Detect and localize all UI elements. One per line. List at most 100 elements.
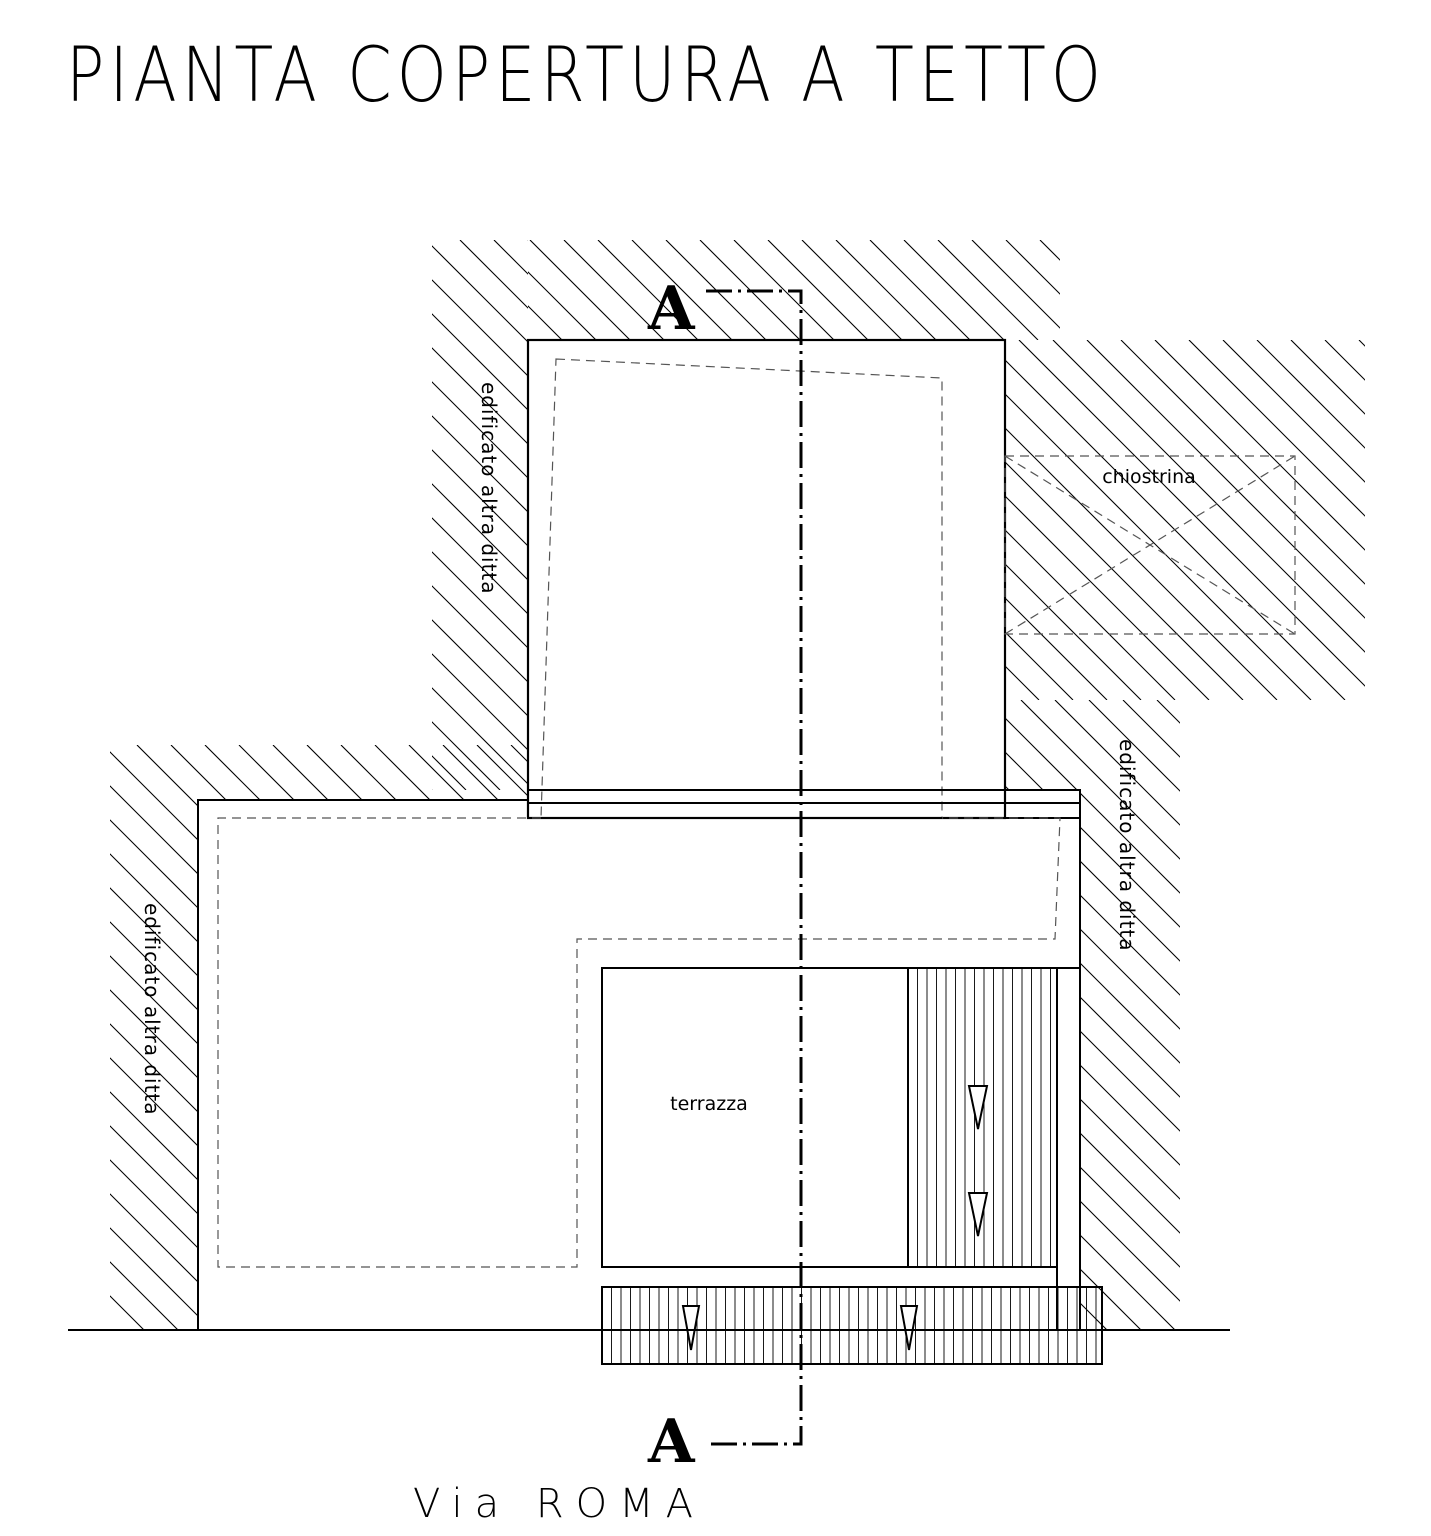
hatch-line	[1005, 340, 1074, 700]
right-slope-stripes	[917, 968, 1051, 1267]
hatch-line	[1122, 700, 1180, 1330]
hatch-line	[1005, 340, 1142, 700]
hatch-line	[937, 240, 1039, 340]
hatch-line	[647, 745, 1232, 1330]
adjacent-building-hatch-left-upper	[432, 240, 1431, 790]
hatch-line	[110, 745, 528, 1330]
hatch-line	[767, 240, 869, 340]
hatch-line	[1427, 340, 1431, 700]
hatch-line	[110, 745, 247, 1330]
lower-building-right-wall	[1005, 789, 1081, 1330]
hatch-line	[432, 240, 528, 790]
hatch-line	[1256, 340, 1365, 700]
hatch-line	[987, 745, 1431, 1330]
hatch-line	[1005, 700, 1180, 1330]
hatch-line	[1005, 340, 1278, 700]
adjacent-building-hatch-top	[528, 240, 1208, 340]
adjacent-building-label-right: edificato altra ditta	[1115, 739, 1139, 952]
hatch-line	[1154, 340, 1365, 700]
hatch-line	[238, 745, 528, 1330]
hatch-line	[1005, 700, 1180, 1330]
hatch-line	[1120, 340, 1365, 700]
hatch-line	[1290, 340, 1365, 700]
section-cut-line	[706, 289, 803, 1446]
hatch-line	[110, 745, 485, 1330]
hatch-line	[432, 240, 433, 790]
hatch-line	[801, 240, 903, 340]
drawing-title: PIANTA COPERTURA A TETTO	[66, 30, 1106, 119]
adjacent-building-hatch-left-lower	[110, 745, 1431, 1330]
hatch-line	[936, 240, 1431, 790]
hatch-line	[1108, 240, 1208, 340]
lower-building-left-wall	[197, 799, 528, 1330]
hatch-line	[1005, 340, 1312, 700]
section-marker-bottom: A	[647, 1407, 696, 1477]
hatch-line	[715, 745, 1300, 1330]
hatch-line	[1074, 240, 1174, 340]
hatch-line	[1358, 340, 1365, 700]
hatch-line	[110, 745, 528, 1330]
hatch-line	[1395, 700, 1431, 1330]
right-ramp-slope	[907, 967, 1058, 1268]
hatch-line	[631, 240, 733, 340]
chiostrina-diagonal	[1004, 455, 1296, 635]
hatch-line	[1156, 700, 1180, 1330]
hatch-line	[432, 240, 528, 790]
hatch-line	[1089, 745, 1431, 1330]
hatch-line	[432, 240, 467, 790]
hatch-line	[1086, 340, 1365, 700]
hatch-line	[903, 240, 1005, 340]
hatch-line	[1054, 700, 1180, 1330]
hatch-line	[1018, 340, 1365, 700]
hatch-line	[869, 240, 971, 340]
hatch-line	[1222, 340, 1365, 700]
hatch-line	[1324, 340, 1365, 700]
hatch-line	[545, 745, 1130, 1330]
front-overhang-slope	[601, 1286, 1103, 1365]
hatch-line	[442, 745, 528, 1330]
hatch-line	[783, 745, 1368, 1330]
hatch-line	[1039, 240, 1060, 340]
hatch-line	[749, 745, 1334, 1330]
hatch-line	[432, 240, 528, 790]
slope-arrow-icon	[967, 1192, 989, 1237]
hatch-line	[1004, 240, 1431, 790]
hatch-line	[374, 745, 528, 1330]
slope-arrow-icon	[899, 1305, 919, 1351]
hatch-line	[1088, 700, 1180, 1330]
hatch-line	[1188, 340, 1365, 700]
hatch-line	[563, 240, 665, 340]
hatch-line	[835, 240, 937, 340]
hatch-line	[1005, 700, 1180, 1330]
hatch-line	[971, 240, 1060, 340]
hatch-line	[272, 745, 528, 1330]
front-slope-stripes	[611, 1287, 1097, 1364]
hatch-line	[1021, 745, 1431, 1330]
hatch-line	[1393, 340, 1431, 700]
upper-building-outline	[526, 338, 1007, 820]
hatch-line	[528, 240, 563, 340]
hatch-line	[579, 745, 1164, 1330]
hatch-line	[817, 745, 1402, 1330]
hatch-line	[432, 240, 501, 790]
hatch-line	[432, 240, 528, 790]
hatch-line	[681, 745, 1266, 1330]
hatch-line	[1055, 745, 1431, 1330]
hatch-line	[432, 240, 528, 790]
hatch-line	[1005, 700, 1180, 1330]
adjacent-building-label-left-lower: edificato altra ditta	[140, 903, 164, 1116]
terrazza-label: terrazza	[670, 1093, 748, 1115]
chiostrina-label: chiostrina	[1102, 466, 1196, 488]
hatch-line	[432, 240, 528, 790]
hatch-line	[597, 240, 699, 340]
hatch-line	[204, 745, 528, 1330]
hatch-line	[136, 745, 528, 1330]
adjacent-building-hatch-right-upper	[1005, 340, 1431, 700]
hatch-line	[1005, 700, 1180, 1330]
hatch-line	[432, 240, 528, 790]
hatch-line	[733, 240, 835, 340]
hatch-line	[529, 240, 631, 340]
hatch-line	[1005, 340, 1346, 700]
hatch-line	[1005, 700, 1180, 1330]
